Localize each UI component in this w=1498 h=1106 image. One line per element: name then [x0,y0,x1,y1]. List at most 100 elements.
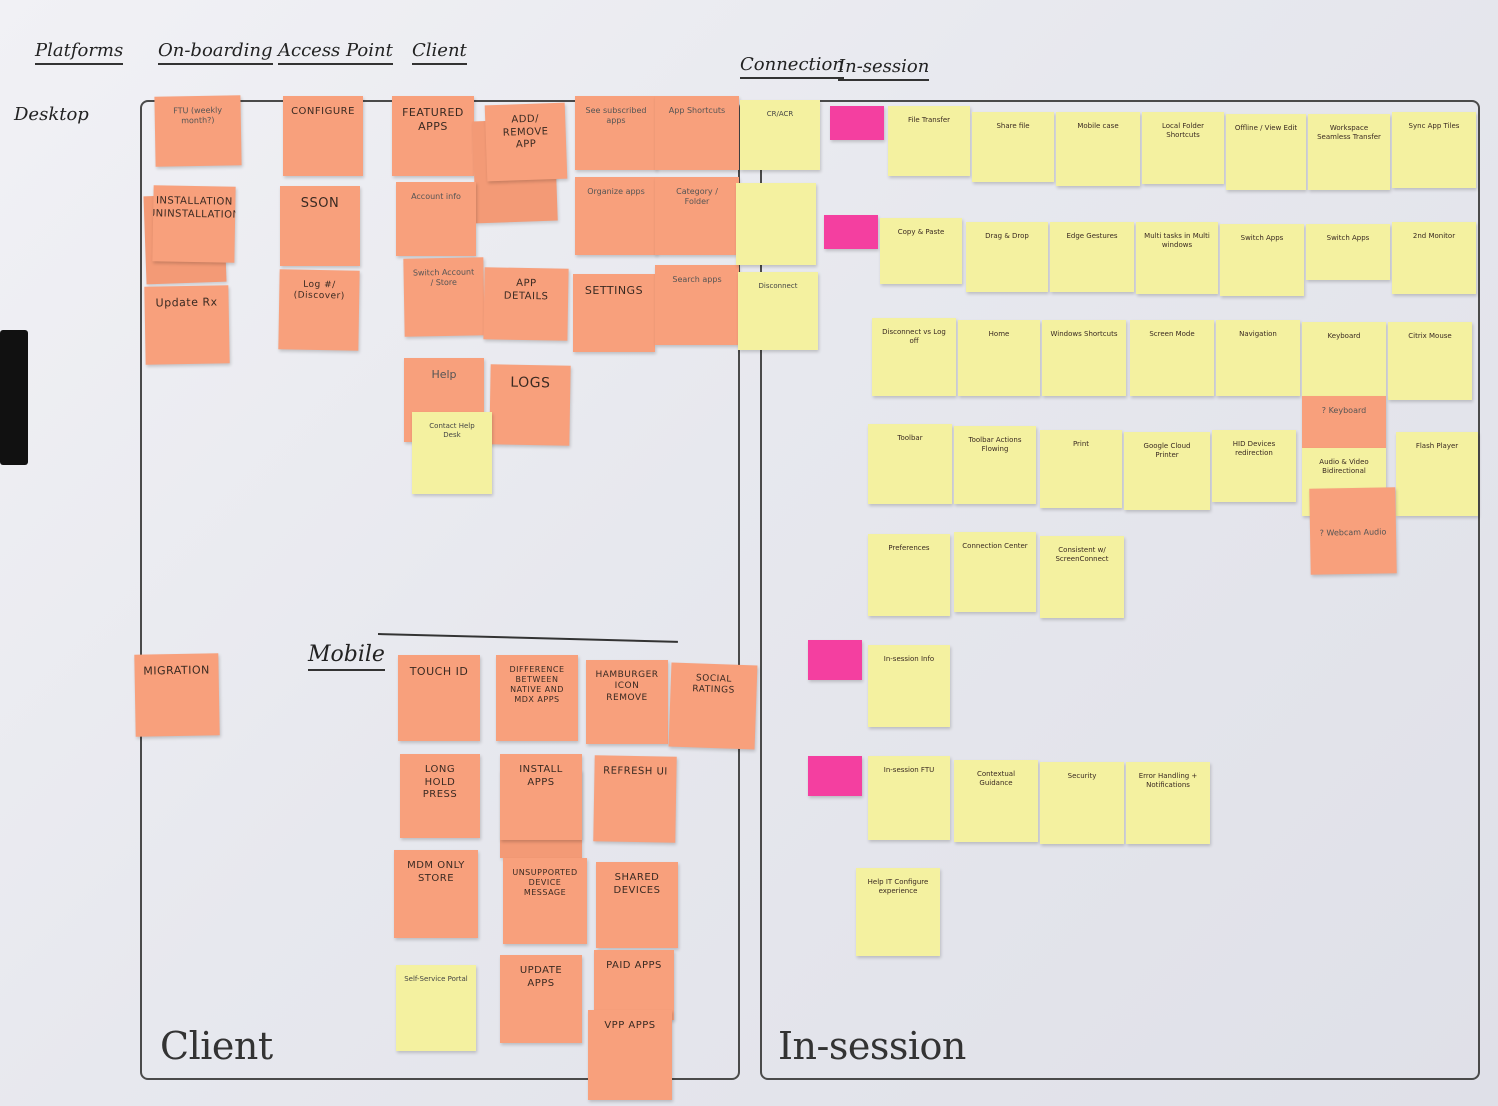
sticky-note-app-details: APP DETAILS [483,267,569,341]
row-label-desktop: Desktop [14,104,89,125]
sticky-note-security: Security [1040,762,1124,844]
note-text: Mobile case [1077,122,1119,130]
sticky-note-switch-apps-2: Switch Apps [1306,224,1390,280]
sticky-note-update: Update Rx [144,285,230,365]
note-text: HAMBURGER ICON REMOVE [595,670,659,703]
note-text: SSON [300,196,340,211]
sticky-note-copy-paste: Copy & Paste [880,218,962,284]
row-label-mobile: Mobile [308,642,385,671]
sticky-note-edge-gestures: Edge Gestures [1050,222,1134,292]
note-text: FTU (weekly month?) [173,105,223,126]
note-text: Flash Player [1415,442,1459,450]
note-text: INSTALL APPS [519,764,563,788]
sticky-note-search-apps: Search apps [655,265,739,345]
note-text: HID Devices redirection [1232,440,1276,457]
header-connection: Connection [740,54,844,79]
note-text: See subscribed apps [585,106,647,125]
sticky-note-citrix-mouse: Citrix Mouse [1388,322,1472,400]
note-text: SOCIAL RATINGS [692,673,735,696]
sticky-note-disconnect-logoff: Disconnect vs Log off [872,318,956,396]
note-text: In-session FTU [883,766,935,774]
sticky-note-offline-view: Offline / View Edit [1226,114,1306,190]
note-text: SETTINGS [584,284,644,297]
note-text: SHARED DEVICES [613,872,661,896]
sticky-note-multi-tasks: Multi tasks in Multi windows [1136,222,1218,294]
note-text: Security [1067,772,1097,780]
note-text: In-session Info [883,655,935,663]
sticky-note-disconnect: Disconnect [738,272,818,350]
sticky-note-switch-apps-1: Switch Apps [1220,224,1304,296]
sticky-note-windows-shortcuts: Windows Shortcuts [1042,320,1126,396]
note-text: Keyboard [1327,332,1361,340]
sticky-note-migration: MIGRATION [134,653,220,737]
note-text: INSTALLATION UNINSTALLATION [152,195,236,221]
note-text: Contextual Guidance [976,770,1016,787]
note-text: Switch Apps [1240,234,1284,242]
wall-device [0,330,28,465]
sticky-note-google-cloud-printer: Google Cloud Printer [1124,432,1210,510]
sticky-note-print: Print [1040,430,1122,508]
note-text: Disconnect vs Log off [882,328,946,345]
note-text: Windows Shortcuts [1050,330,1118,338]
note-text: Organize apps [587,187,645,196]
sticky-note-workspace-transfer: Workspace Seamless Transfer [1308,114,1390,190]
sticky-note-sync-app-tiles: Sync App Tiles [1392,112,1476,188]
sticky-note-shared-devices: SHARED DEVICES [596,862,678,948]
note-text: FEATURED APPS [402,106,464,133]
sticky-note-touch-id: TOUCH ID [398,655,480,741]
sticky-note-log: Log #/ (Discover) [278,269,360,351]
sticky-note-toolbar: Toolbar [868,424,952,504]
sticky-note-app-shortcuts: App Shortcuts [655,96,739,170]
sticky-note-install-apps: INSTALL APPS [500,754,582,840]
note-text: Switch Apps [1326,234,1370,242]
header-platforms: Platforms [35,40,124,65]
sticky-note-screen-mode: Screen Mode [1130,320,1214,396]
sticky-note-switch-account: Switch Account / Store [403,257,485,337]
note-text: Workspace Seamless Transfer [1317,124,1381,141]
sticky-note-paid-apps: PAID APPS [594,950,674,1020]
note-text: Account info [411,192,461,201]
note-text: Copy & Paste [897,228,945,236]
sticky-note-featured-apps: FEATURED APPS [392,96,474,176]
sticky-note-installation: INSTALLATION UNINSTALLATION [152,185,236,263]
note-text: CR/ACR [766,110,794,118]
note-text: ADD/ REMOVE APP [502,113,549,151]
header-access-point: Access Point [278,40,393,65]
sticky-note-keyboard: Keyboard [1302,322,1386,396]
note-text: MDM ONLY STORE [407,860,465,884]
sticky-note-navigation: Navigation [1216,320,1300,396]
note-text: UNSUPPORTED DEVICE MESSAGE [512,868,578,897]
note-text: MIGRATION [143,663,210,678]
sticky-note-in-session-ftu: In-session FTU [868,756,950,840]
sticky-note-see-subscribed: See subscribed apps [575,96,657,170]
note-text: LONG HOLD PRESS [422,764,458,800]
sticky-note-second-monitor: 2nd Monitor [1392,222,1476,294]
note-text: Log #/ (Discover) [293,279,345,302]
note-text: Offline / View Edit [1234,124,1298,132]
sticky-note-connection-2 [736,183,816,265]
sticky-note-configure: CONFIGURE [283,96,363,176]
sticky-note-organize-apps: Organize apps [575,177,657,255]
note-text: Citrix Mouse [1408,332,1452,340]
note-text: Contact Help Desk [429,422,475,439]
sticky-note-hamburger: HAMBURGER ICON REMOVE [586,660,668,744]
note-text: Home [988,330,1010,338]
note-text: Self-Service Portal [404,975,468,983]
note-text: Multi tasks in Multi windows [1144,232,1210,249]
pink-marker-note [808,756,862,796]
note-text: Connection Center [962,542,1028,550]
sticky-note-preferences: Preferences [868,534,950,616]
note-text: Toolbar Actions Flowing [968,436,1022,453]
note-text: Preferences [888,544,930,552]
note-text: Drag & Drop [985,232,1029,240]
note-text: CONFIGURE [291,106,355,117]
note-text: App Shortcuts [668,106,726,115]
sticky-note-sson: SSON [280,186,360,266]
sticky-note-self-service-portal: Self-Service Portal [396,965,476,1051]
note-text: Help [431,368,457,381]
sticky-note-hid-devices: HID Devices redirection [1212,430,1296,502]
note-text: File Transfer [907,116,951,124]
note-text: Audio & Video Bidirectional [1319,458,1369,475]
sticky-note-logs: LOGS [489,364,571,446]
sticky-note-category-folder: Category / Folder [655,177,739,255]
